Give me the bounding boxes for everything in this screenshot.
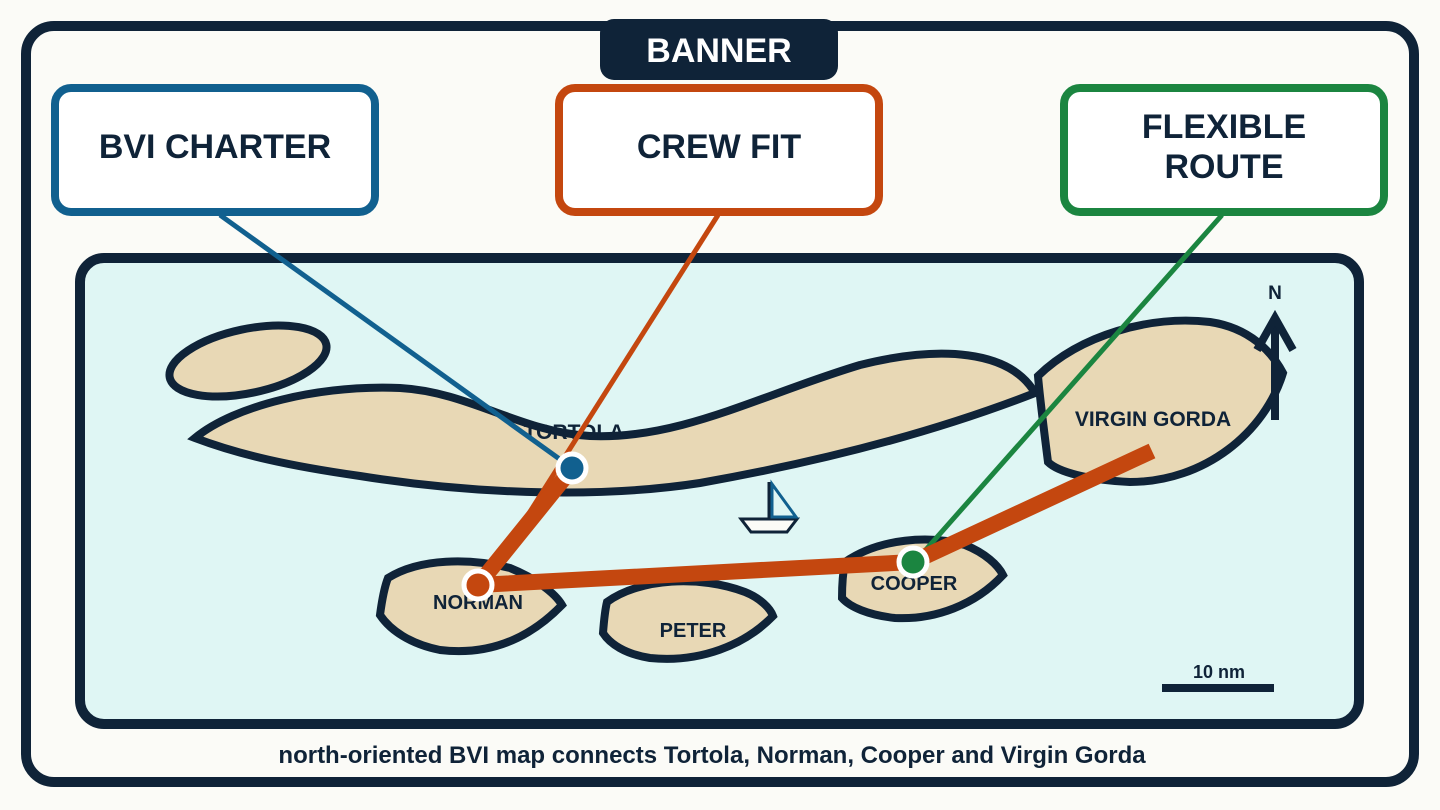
callout-crew-fit: CREW FIT	[555, 84, 883, 216]
label-peter: PETER	[660, 620, 727, 642]
sailing-route	[470, 443, 1156, 593]
callout-bvi-charter-text: BVI CHARTER	[99, 128, 331, 166]
label-tortola: TORTOLA	[524, 421, 625, 444]
north-arrow-icon	[1253, 309, 1297, 420]
waypoint-norman	[461, 568, 495, 602]
callout-crew-fit-text: CREW FIT	[637, 128, 802, 166]
callout-flexible-route-line1: FLEXIBLE	[1142, 108, 1306, 146]
island-tortola	[187, 349, 1041, 497]
waypoint-tortola	[555, 451, 589, 485]
leader-bvi-charter	[218, 212, 574, 471]
banner-title: BANNER	[646, 32, 791, 70]
scale-label: 10 nm	[1193, 662, 1245, 682]
island-jost-van-dyke	[165, 321, 331, 401]
sailboat-icon	[737, 479, 801, 534]
leader-flexible-route	[913, 213, 1224, 564]
waypoint-cooper	[896, 545, 930, 579]
label-cooper: COOPER	[871, 573, 958, 595]
label-virgin-gorda: VIRGIN GORDA	[1075, 408, 1231, 431]
north-label: N	[1268, 283, 1282, 304]
callout-flexible-route-line2: ROUTE	[1165, 148, 1284, 186]
label-norman: NORMAN	[433, 592, 523, 614]
callout-flexible-route: FLEXIBLE ROUTE	[1060, 84, 1388, 216]
map-caption: north-oriented BVI map connects Tortola,…	[278, 742, 1146, 769]
callout-bvi-charter: BVI CHARTER	[51, 84, 379, 216]
island-peter	[598, 577, 778, 663]
island-virgin-gorda	[1033, 316, 1288, 487]
banner-pill	[600, 19, 838, 80]
